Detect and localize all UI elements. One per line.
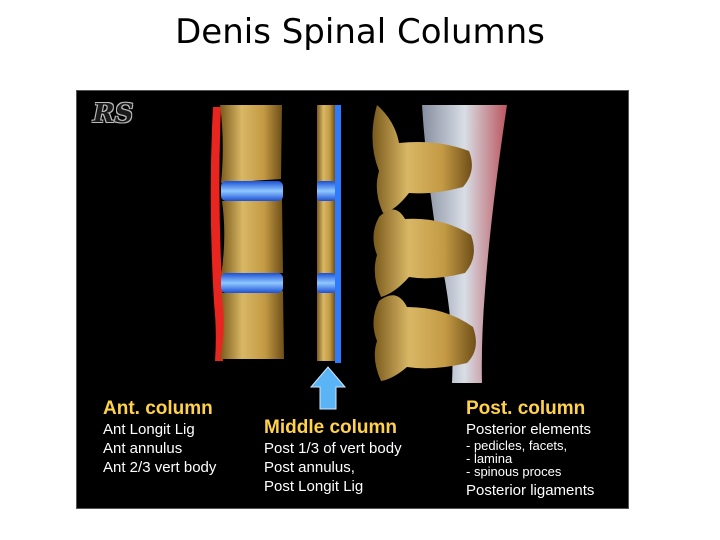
posterior-element-2 (373, 209, 474, 297)
posterior-column-heading: Post. column (466, 398, 586, 419)
anterior-column-text: Ant. column Ant Longit Lig Ant annulus A… (103, 398, 216, 477)
middle-column-arrow (309, 366, 347, 410)
posterior-column-text: Post. column Posterior elements - pedicl… (466, 398, 594, 500)
disc-middle-1 (317, 181, 335, 201)
posterior-footer: Posterior ligaments (466, 482, 595, 499)
middle-item: Post Longit Lig (264, 478, 364, 495)
anterior-ligament (210, 107, 225, 361)
anterior-column-heading: Ant. column (103, 398, 213, 419)
middle-column-heading: Middle column (264, 417, 397, 438)
disc-anterior-2 (221, 273, 283, 293)
middle-strip-bone (317, 105, 335, 361)
disc-anterior-1 (221, 181, 283, 201)
vertebral-body-3 (220, 291, 284, 359)
middle-column-text: Middle column Post 1/3 of vert body Post… (264, 417, 402, 496)
anterior-item: Ant 2/3 vert body (103, 459, 217, 476)
anterior-item: Ant annulus (103, 440, 183, 457)
vertebral-body-1 (220, 105, 282, 183)
slide-title: Denis Spinal Columns (175, 12, 545, 52)
posterior-sub-item: - lamina (466, 451, 513, 466)
posterior-longit-ligament (335, 105, 341, 363)
vertebral-body-2 (221, 199, 283, 276)
spine-figure: RS Ant. column Ant Longit Lig Ant annulu… (76, 90, 629, 509)
middle-item: Post 1/3 of vert body (264, 440, 402, 457)
posterior-element-3 (373, 295, 476, 381)
posterior-element-1 (372, 105, 472, 213)
middle-item: Post annulus, (264, 459, 355, 476)
posterior-item: Posterior elements (466, 421, 592, 438)
posterior-sub-item: - spinous proces (466, 464, 562, 479)
posterior-sub-item: - pedicles, facets, (466, 438, 568, 453)
rs-logo: RS (93, 99, 134, 129)
disc-middle-2 (317, 273, 335, 293)
spine-illustration (210, 105, 507, 410)
anterior-item: Ant Longit Lig (103, 421, 195, 438)
